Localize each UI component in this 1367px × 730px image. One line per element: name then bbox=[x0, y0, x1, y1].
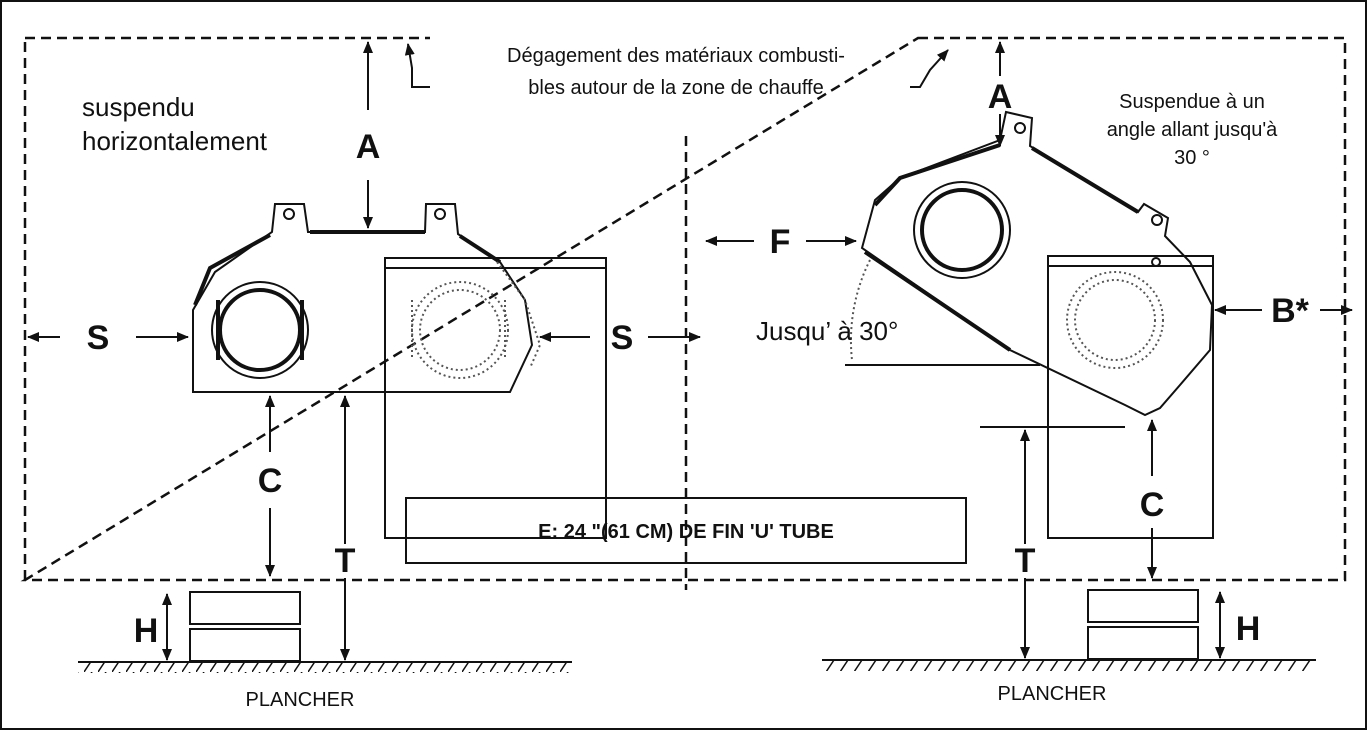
note-line-2: bles autour de la zone de chauffe bbox=[528, 77, 823, 99]
left-title-line-1: suspendu bbox=[82, 92, 195, 122]
note-arrow-left bbox=[404, 43, 430, 88]
left-label-c: C bbox=[258, 462, 283, 500]
right-angle-label: Jusqu’ à 30° bbox=[756, 316, 898, 346]
right-floor-label: PLANCHER bbox=[998, 683, 1107, 705]
left-floor bbox=[78, 661, 572, 673]
e-clearance-text: E: 24 "(61 CM) DE FIN 'U' TUBE bbox=[538, 521, 834, 543]
right-label-h: H bbox=[1236, 610, 1261, 648]
right-stack bbox=[1087, 589, 1199, 660]
left-stack bbox=[189, 591, 301, 662]
left-title-line-2: horizontalement bbox=[82, 126, 268, 156]
left-label-t: T bbox=[335, 542, 356, 580]
e-clearance-box bbox=[405, 497, 967, 564]
right-title-line-2: angle allant jusqu'à bbox=[1107, 119, 1278, 141]
right-label-a: A bbox=[988, 78, 1013, 116]
left-floor-label: PLANCHER bbox=[246, 689, 355, 711]
note-arrow-right bbox=[910, 49, 949, 88]
right-floor bbox=[822, 659, 1316, 671]
angle-arc bbox=[849, 259, 871, 361]
right-label-b: B* bbox=[1271, 292, 1310, 330]
left-reflector-box bbox=[384, 257, 607, 539]
left-label-h: H bbox=[134, 612, 159, 650]
right-reflector-box bbox=[1047, 255, 1214, 539]
right-title-line-1: Suspendue à un bbox=[1119, 91, 1265, 113]
right-label-c: C bbox=[1140, 486, 1165, 524]
mid-label-s: S bbox=[611, 319, 634, 357]
left-label-a: A bbox=[356, 128, 381, 166]
right-label-f: F bbox=[770, 223, 791, 261]
note-line-1: Dégagement des matériaux combusti- bbox=[507, 45, 845, 67]
right-title-line-3: 30 ° bbox=[1174, 147, 1210, 169]
right-label-t: T bbox=[1015, 542, 1036, 580]
left-heater-housing bbox=[192, 203, 534, 393]
right-heater-housing bbox=[860, 110, 1214, 417]
clearance-zone-boundary bbox=[20, 36, 1347, 582]
left-label-s: S bbox=[87, 319, 110, 357]
